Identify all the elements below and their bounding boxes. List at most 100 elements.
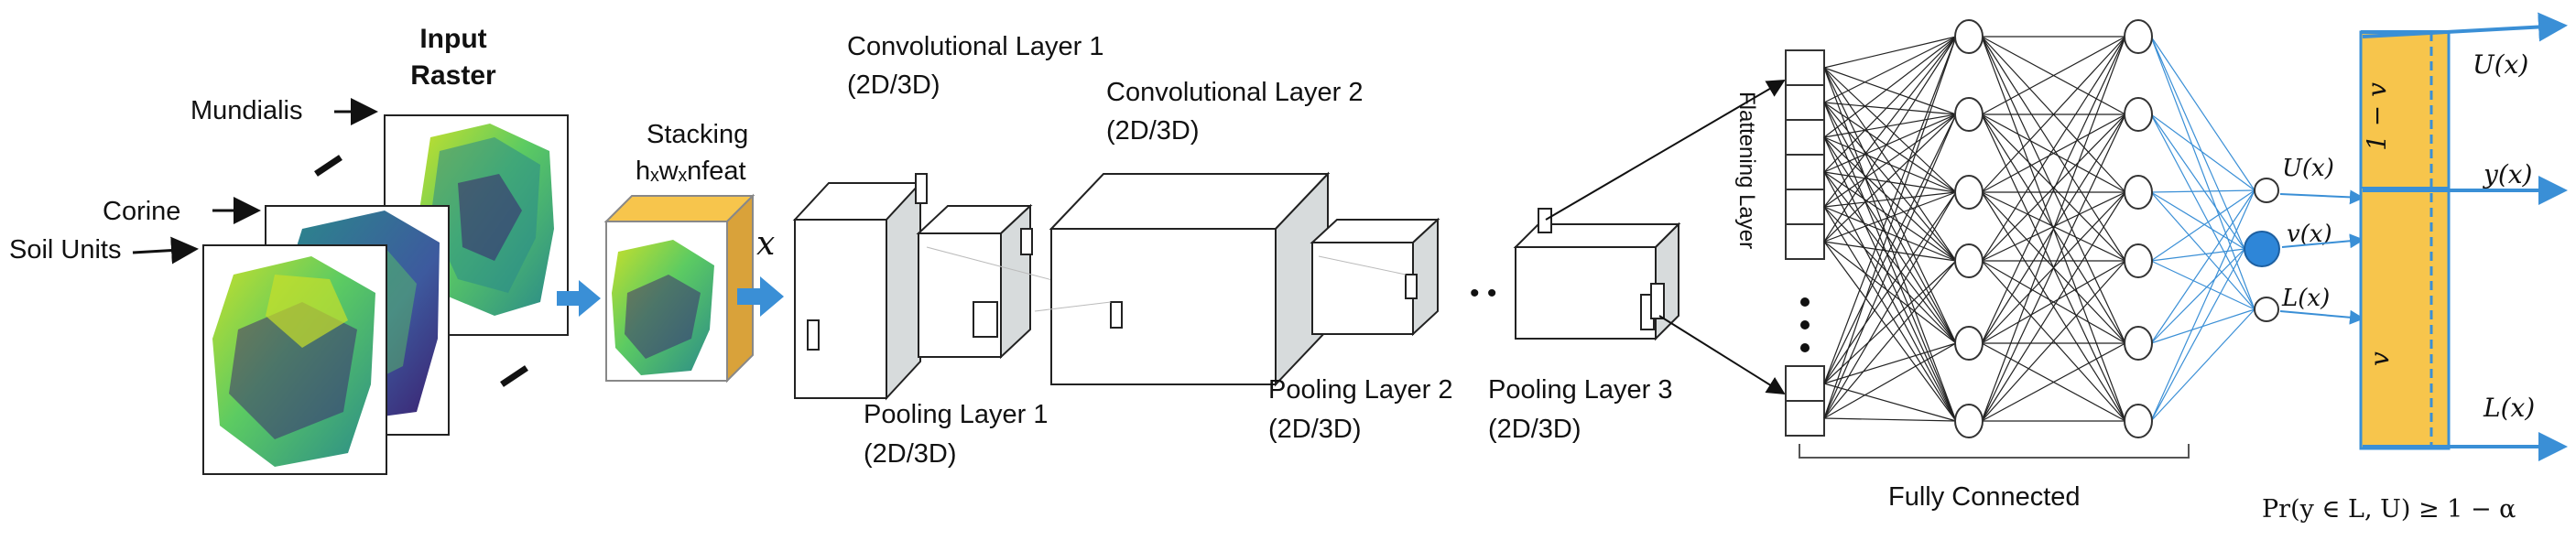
fc-edge <box>2150 189 2255 344</box>
fc-edge <box>1823 191 1957 419</box>
fc-edge <box>1981 36 2126 193</box>
arrow-out-v <box>2281 233 2364 249</box>
flatten-cell <box>1785 154 1825 190</box>
fc-neuron <box>2124 243 2153 278</box>
stacked-input-cube <box>603 193 755 383</box>
fc-edge <box>1823 136 1957 344</box>
input-raster-stack <box>132 98 569 475</box>
interval-label-upper: U(x) <box>2473 49 2528 80</box>
fc-edge <box>1823 67 1957 344</box>
fc-edge <box>1823 136 1957 193</box>
fc-edge <box>1981 113 2126 193</box>
pooling-layer-3-block <box>1513 208 1681 341</box>
pool1-label-line2: (2D/3D) <box>864 439 957 469</box>
interval-bottom-segment: v <box>2364 351 2395 366</box>
input-title-line2: Raster <box>410 60 496 91</box>
input-title-line1: Input <box>419 24 486 54</box>
fc-edge <box>1981 260 2126 422</box>
arrow-out-upper <box>2279 189 2364 205</box>
fc-edge <box>2150 189 2255 262</box>
layers-ellipsis: • • <box>1470 278 1496 308</box>
flatten-ellipsis-dot <box>1800 297 1810 307</box>
flattening-layer-column <box>1785 49 1825 437</box>
fc-edge <box>1823 113 1957 138</box>
label-corine: Corine <box>103 197 180 226</box>
fc-edge <box>1823 113 1957 419</box>
flatten-cell <box>1785 119 1825 156</box>
fc-edge <box>1823 191 1957 243</box>
fc-edge <box>1981 113 2126 262</box>
fc-edge <box>1823 102 1957 193</box>
fc-neuron <box>1954 326 1984 361</box>
fc-edge <box>1823 113 1957 173</box>
pool3-label-line1: Pooling Layer 3 <box>1488 375 1673 405</box>
fc-edge <box>1981 342 2126 422</box>
output-label-upper: U(x) <box>2282 155 2334 182</box>
fc-edge <box>1823 102 1957 115</box>
interval-top-segment: 1 − v <box>2362 82 2392 151</box>
fc-edge <box>2150 191 2255 310</box>
label-mundialis: Mundialis <box>190 96 303 125</box>
fully-connected-bracket <box>1799 444 2190 459</box>
fc-edge <box>1823 206 1957 344</box>
arrow-pool3-to-flatten-bottom <box>1658 315 1786 395</box>
pool2-label-line1: Pooling Layer 2 <box>1268 375 1453 405</box>
output-node-v <box>2244 231 2280 267</box>
fc-neuron <box>1954 404 1984 438</box>
fc-edge <box>2150 308 2255 422</box>
fc-edge <box>1981 191 2126 262</box>
fully-connected-edges <box>1823 36 2255 422</box>
prediction-interval-bar <box>2359 30 2451 450</box>
fc-neuron <box>2124 97 2153 132</box>
fc-edge <box>1823 241 1957 344</box>
arrow-pool3-to-flatten-top <box>1545 79 1786 221</box>
arrow-interval-upper <box>2362 12 2568 42</box>
pooling-layer-2-block <box>1310 217 1440 337</box>
arrow-to-conv1 <box>737 276 784 317</box>
fc-edge <box>1823 113 1957 208</box>
fc-edge <box>1823 113 1957 384</box>
stack-dash-lower <box>500 365 528 387</box>
output-label-lower: L(x) <box>2281 285 2330 312</box>
fc-edge <box>1823 36 1957 103</box>
flatten-cell <box>1785 49 1825 86</box>
fc-edge <box>1823 36 1957 384</box>
fc-edge <box>1823 171 1957 344</box>
fc-edge <box>1823 36 1957 208</box>
output-node-upper <box>2254 178 2279 203</box>
fc-neuron <box>1954 175 1984 210</box>
stacking-label-line2: hₓwₓnfeat <box>636 157 746 186</box>
fc-edge <box>2150 36 2255 191</box>
fully-connected-nodes <box>1954 19 2153 438</box>
fc-edge <box>1823 206 1957 422</box>
fc-edge <box>2150 189 2255 193</box>
fc-edge <box>2150 248 2245 422</box>
fc-edge <box>1823 191 1957 384</box>
conv-layer-1-block <box>792 173 928 401</box>
fc-edge <box>1823 36 1957 243</box>
conv1-label-line1: Convolutional Layer 1 <box>847 32 1104 61</box>
fc-edge <box>1823 113 1957 243</box>
fc-neuron <box>1954 243 1984 278</box>
fc-edge <box>1981 36 2126 115</box>
flatten-ellipsis-dot <box>1800 343 1810 352</box>
fc-edge <box>1823 191 1957 208</box>
interval-label-mid: y(x) <box>2482 159 2532 189</box>
flatten-cell <box>1785 365 1825 402</box>
raster-soil-units <box>202 244 387 475</box>
fc-neuron <box>2124 19 2153 54</box>
conv1-label-line2: (2D/3D) <box>847 70 940 100</box>
fc-edge <box>1823 102 1957 344</box>
flattening-layer-label: Flattening Layer <box>1734 92 1759 249</box>
fc-edge <box>1981 36 2126 422</box>
fc-edge <box>1823 241 1957 422</box>
output-nodes <box>2244 178 2280 322</box>
fc-edge <box>1981 260 2126 344</box>
fc-edge <box>1823 67 1957 193</box>
fc-edge <box>1823 260 1957 384</box>
conv-layer-2-block <box>1034 171 1331 387</box>
flatten-cell <box>1785 189 1825 225</box>
fc-edge <box>2150 113 2255 191</box>
fc-neuron <box>2124 175 2153 210</box>
